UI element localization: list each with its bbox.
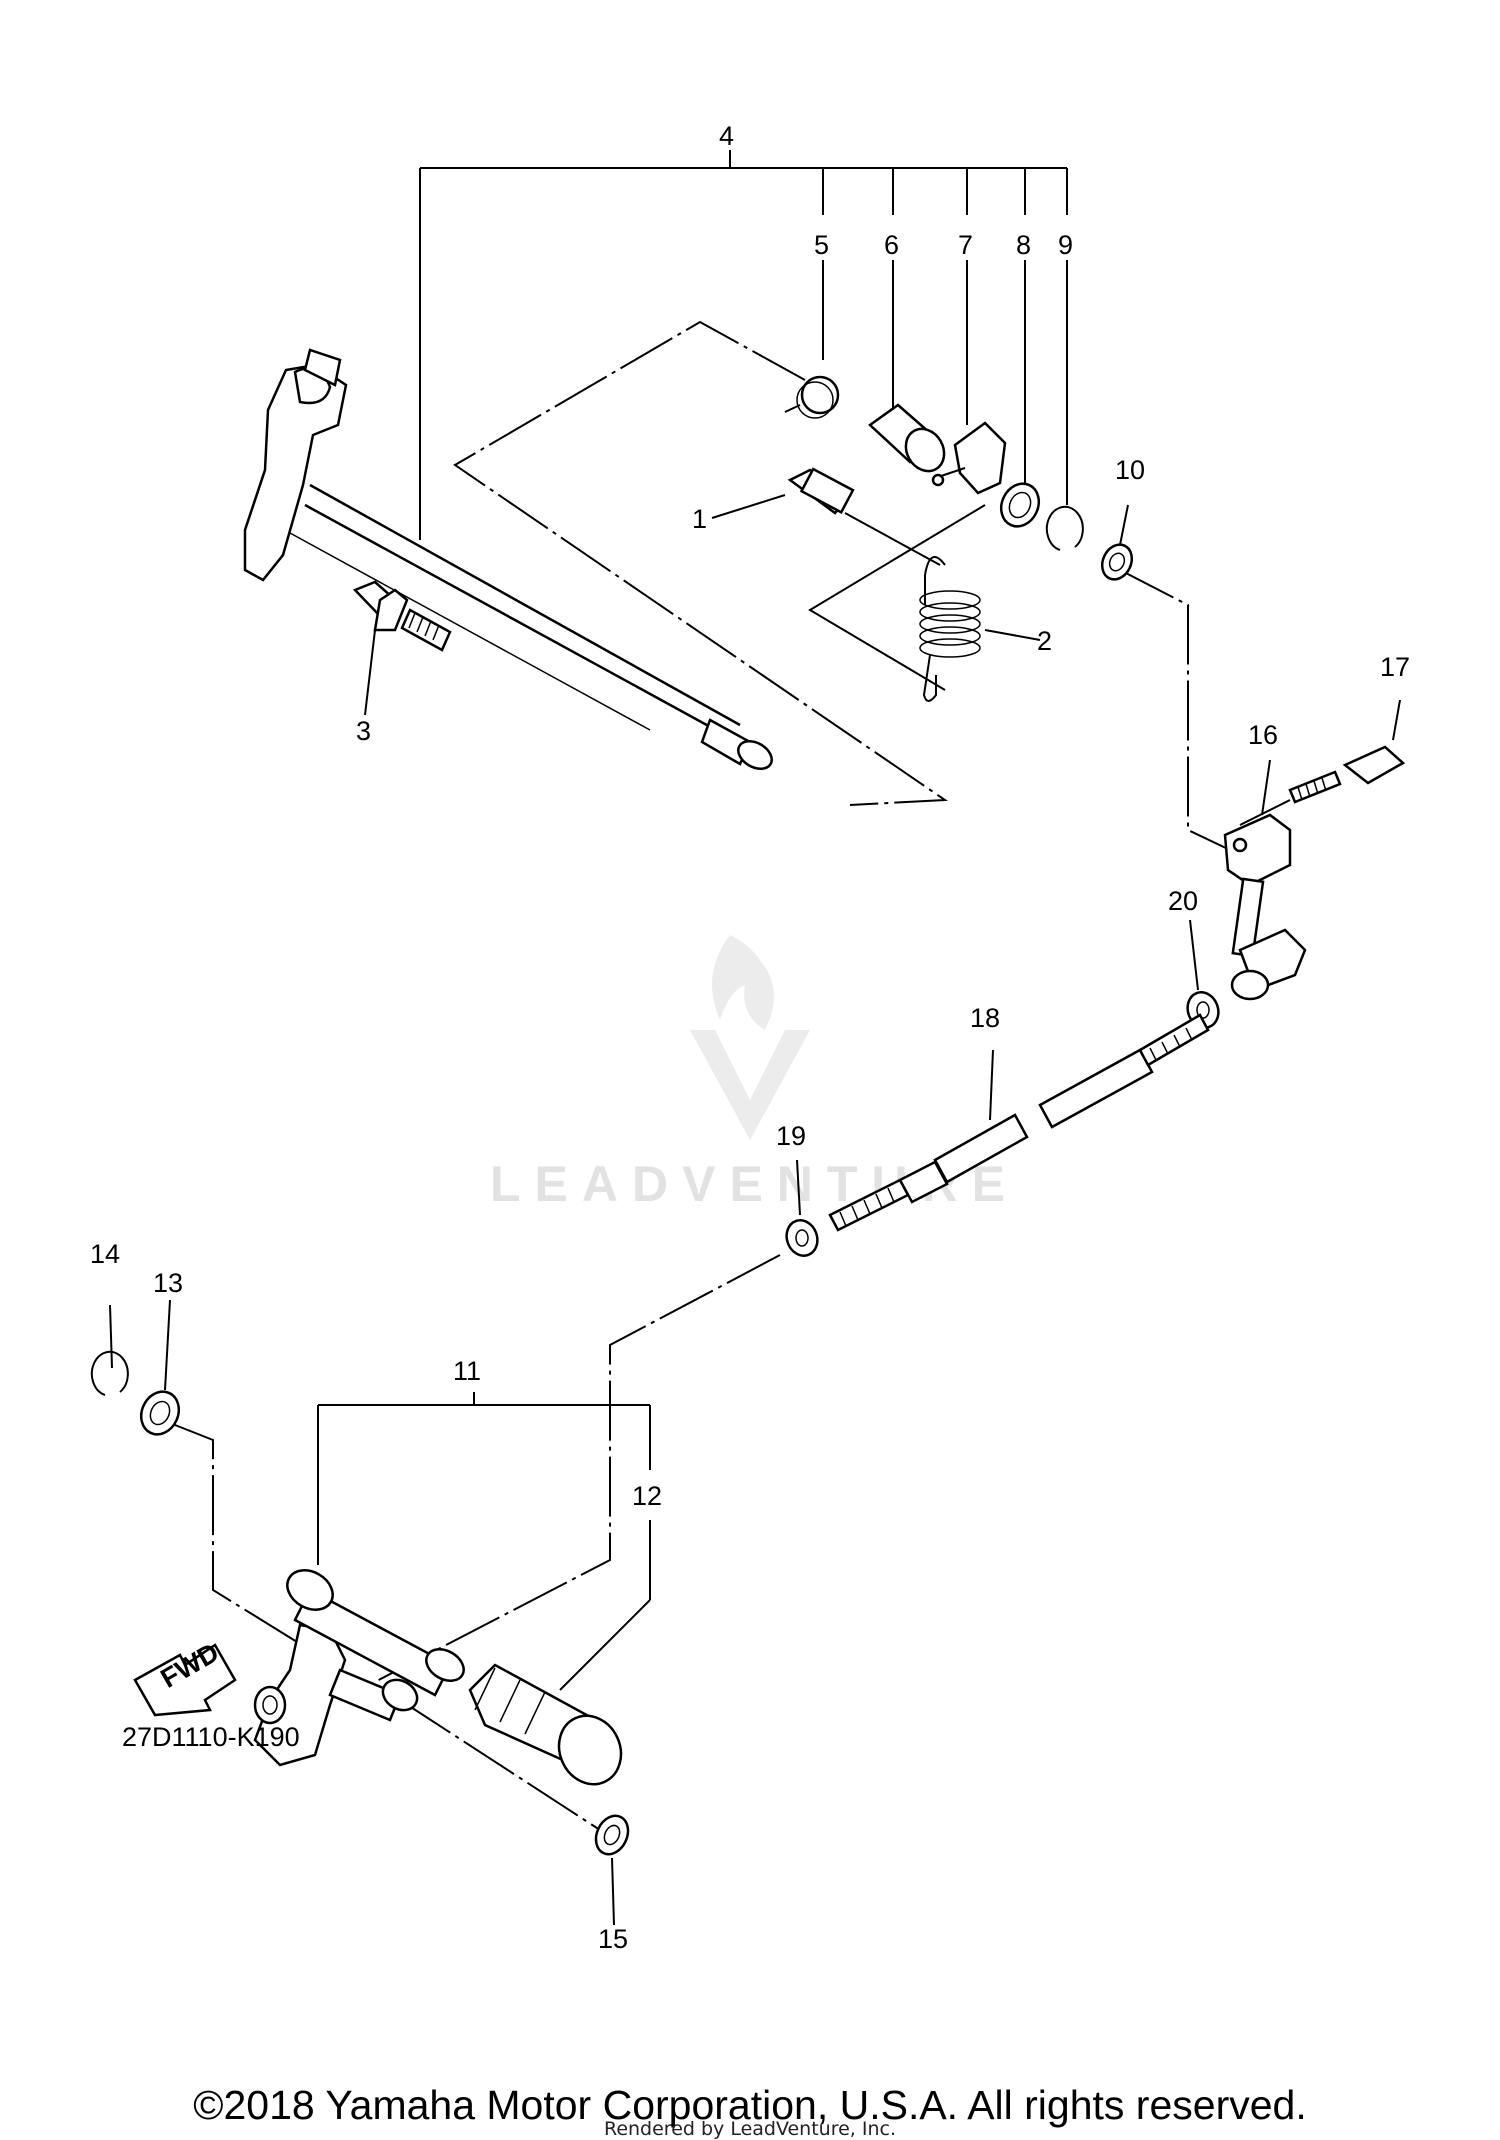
callout-8: 8 [1016, 230, 1031, 260]
callout-4: 4 [719, 121, 734, 151]
washer-13 [139, 1299, 181, 1436]
watermark-logo [690, 935, 810, 1140]
circlip-9 [1045, 505, 1084, 551]
callout-10: 10 [1115, 455, 1145, 485]
bolt-3 [352, 580, 452, 716]
callout-20: 20 [1168, 886, 1198, 916]
fwd-arrow: FWD [133, 1637, 237, 1717]
torsion-spring-5 [784, 375, 840, 419]
callout-14: 14 [90, 1239, 120, 1269]
callout-2: 2 [1037, 626, 1052, 656]
pin-1 [711, 467, 941, 566]
callout-numbers: 4 5 6 7 8 9 10 1 2 3 17 16 20 18 19 14 1… [90, 121, 1410, 1954]
callout-18: 18 [970, 1003, 1000, 1033]
nut-20 [1186, 919, 1220, 1029]
spring-2 [919, 556, 1041, 702]
callout-6: 6 [884, 230, 899, 260]
callout-17: 17 [1380, 652, 1410, 682]
collar-6 [868, 403, 946, 473]
callout-5: 5 [814, 230, 829, 260]
assembly-guides-upper [453, 320, 1231, 851]
callout-1: 1 [692, 504, 707, 534]
callout-15: 15 [598, 1924, 628, 1954]
bracket-11 [317, 1392, 651, 1691]
callout-9: 9 [1058, 230, 1073, 260]
washer-10 [1100, 504, 1134, 581]
shift-pedal-11 [253, 1569, 465, 1767]
washer-15 [594, 1814, 630, 1926]
lever-7 [931, 421, 1007, 495]
shift-rod-18 [828, 1013, 1210, 1232]
callout-16: 16 [1248, 720, 1278, 750]
callout-12: 12 [632, 1481, 662, 1511]
callout-13: 13 [153, 1268, 183, 1298]
callout-19: 19 [776, 1121, 806, 1151]
assembly-guides-lower [174, 1254, 781, 1831]
callout-7: 7 [958, 230, 973, 260]
rendered-by-notice: Rendered by LeadVenture, Inc. [603, 2118, 897, 2140]
copyright-notice: ©2018 Yamaha Motor Corporation, U.S.A. A… [193, 2082, 1307, 2128]
washer-8 [999, 482, 1041, 528]
drawing-code: 27D1110-K190 [122, 1722, 300, 1752]
bolt-17 [1239, 699, 1406, 826]
circlip-14 [90, 1304, 129, 1396]
shift-shaft [243, 348, 773, 770]
shift-arm-16 [1223, 759, 1307, 1001]
callout-3: 3 [356, 716, 371, 746]
callout-11: 11 [453, 1356, 481, 1386]
nut-19 [785, 1159, 819, 1257]
bracket-4 [419, 150, 1068, 540]
pedal-rubber-12 [468, 1663, 623, 1786]
leaders-5-9 [822, 260, 1068, 505]
